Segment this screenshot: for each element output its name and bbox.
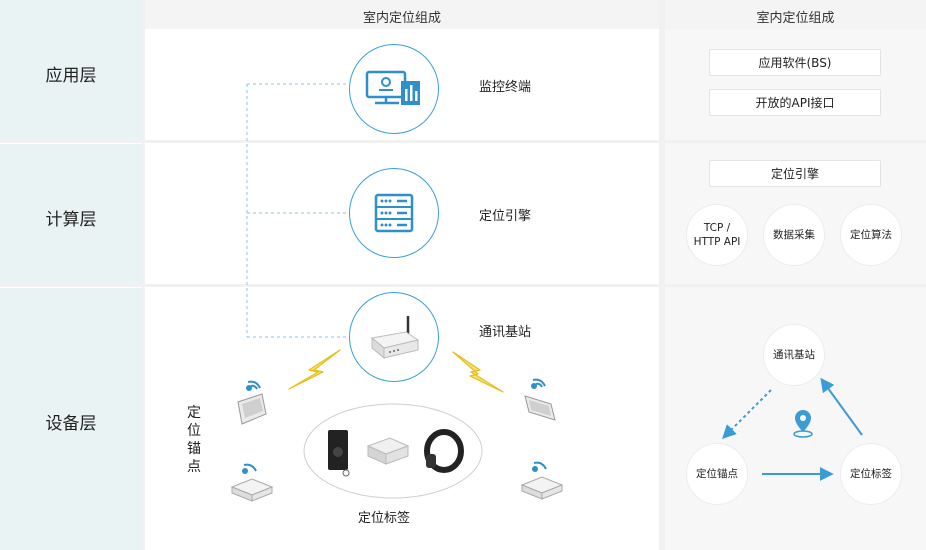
station-node [349,292,439,382]
open-api-item: 开放的API接口 [709,89,881,116]
layer-separator [0,140,926,143]
right-station-circle: 通讯基站 [763,324,825,386]
app-software-item: 应用软件(BS) [709,49,881,76]
anchor-device-icon [230,463,274,502]
header-band [145,0,926,29]
layer-column-app [0,29,142,140]
engine-title-item: 定位引擎 [709,160,881,187]
positioning-algorithm-circle: 定位算法 [840,204,902,266]
center-header-title: 室内定位组成 [362,11,441,26]
anchor-device-icon [524,378,556,421]
engine-label: 定位引擎 [479,209,532,224]
right-tag-label: 定位标签 [850,468,892,480]
router-icon [370,316,420,360]
tag-wristband-icon [424,429,464,473]
server-icon [374,193,414,233]
layer-label-device: 设备层 [45,414,97,434]
data-collection-circle: 数据采集 [763,204,825,266]
station-label: 通讯基站 [479,325,532,340]
positioning-algorithm-label: 定位算法 [850,229,892,241]
tags-label: 定位标签 [358,511,411,526]
anchor-device-icon [237,380,267,425]
layer-separator [0,284,926,287]
anchor-device-icon [520,461,564,500]
tcp-http-api-label: TCP / HTTP API [693,222,741,248]
layer-column-header [0,0,142,29]
data-collection-label: 数据采集 [773,229,815,241]
monitor-node [349,44,439,134]
monitor-label: 监控终端 [479,80,532,95]
column-divider [659,0,665,550]
engine-node [349,168,439,258]
layer-column-device [0,288,142,550]
monitor-icon [365,70,420,105]
right-anchor-label: 定位锚点 [696,468,738,480]
layer-label-app: 应用层 [45,66,97,86]
tcp-http-api-circle: TCP / HTTP API [686,204,748,266]
tag-card-icon [328,430,350,477]
layer-label-compute: 计算层 [45,210,97,230]
right-station-label: 通讯基站 [773,349,815,361]
anchor-vertical-label: 定位锚点 [187,405,201,475]
right-anchor-circle: 定位锚点 [686,443,748,505]
column-divider [142,0,145,550]
right-header-title: 室内定位组成 [756,11,835,26]
tag-box-icon [366,437,410,465]
layer-column-compute [0,144,142,284]
right-tag-circle: 定位标签 [840,443,902,505]
